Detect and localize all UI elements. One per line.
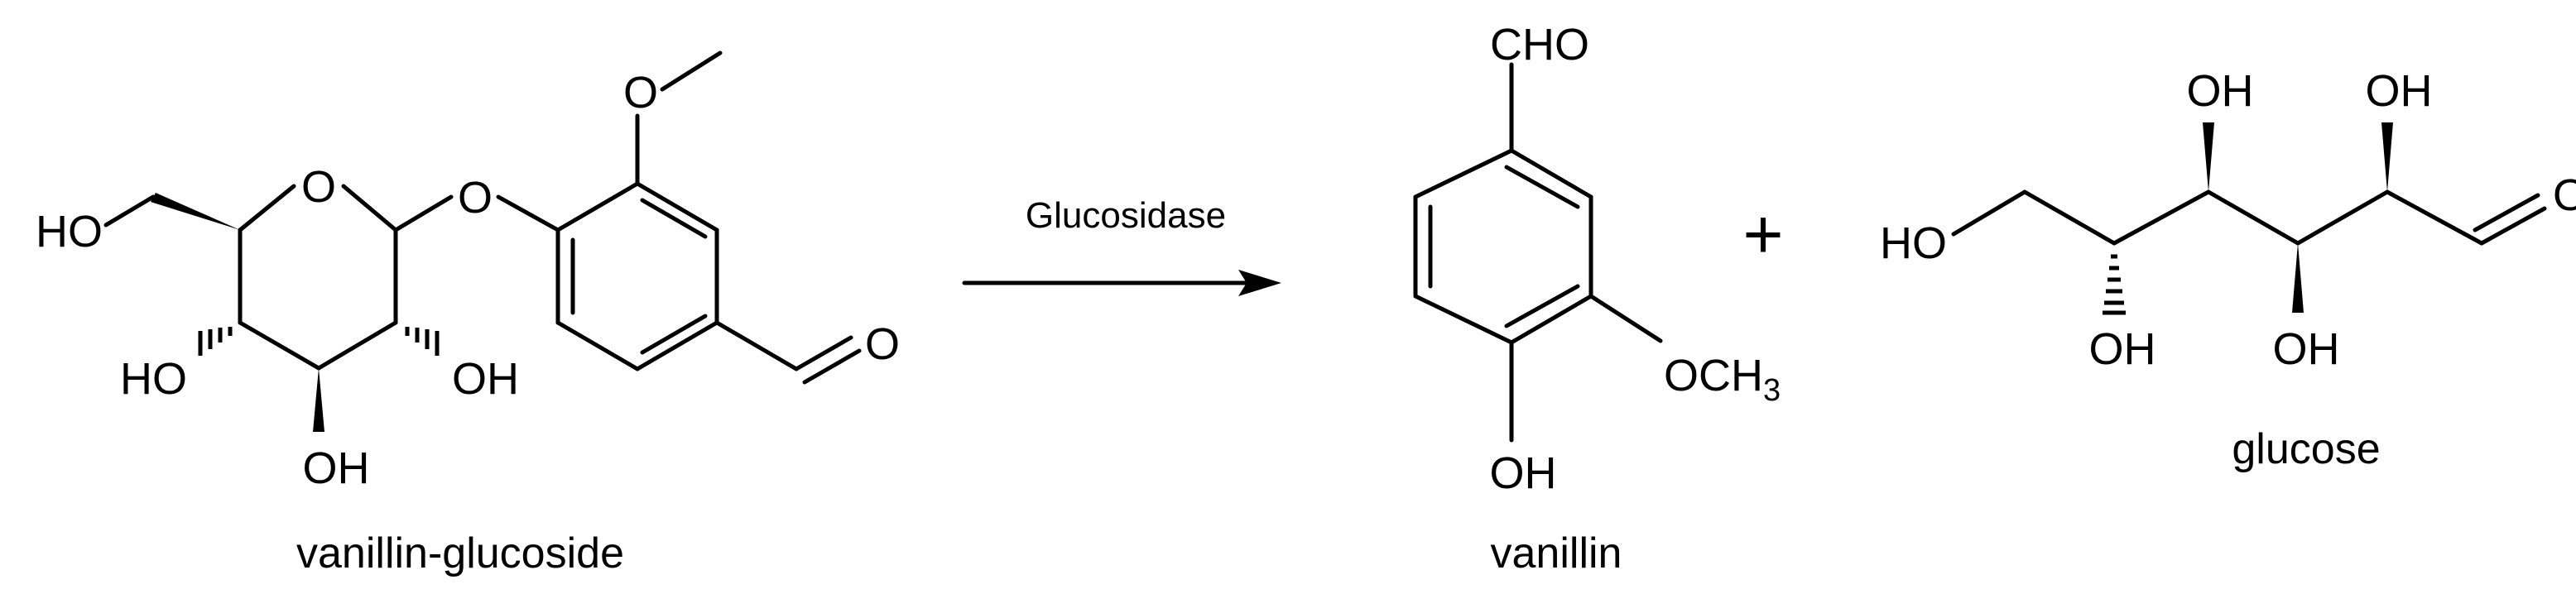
bond: [2295, 189, 2390, 246]
bond: [802, 348, 862, 385]
cho-label: CHO: [1490, 20, 1589, 69]
ch2oh-label: HO: [36, 207, 103, 256]
wedge-bond: [2292, 243, 2304, 313]
arrow-head: [1238, 270, 1281, 296]
och-text: OCH: [1664, 351, 1763, 400]
bond: [555, 181, 640, 232]
ether-oxygen-label: O: [458, 173, 493, 223]
bond: [496, 194, 560, 232]
bond: [1504, 165, 1580, 209]
glucose-c6-hydroxyl-label: HO: [1880, 218, 1947, 268]
vanillin-glucoside-caption: vanillin-glucoside: [296, 529, 624, 577]
glucose-c5-hydroxyl-label: OH: [2089, 324, 2156, 374]
wedge-bond: [313, 368, 324, 432]
bond: [341, 184, 398, 232]
glucose-aldehyde-oxygen-label: O: [2553, 170, 2576, 220]
hash-bond-c2: [405, 327, 440, 356]
ring-oxygen-label: O: [301, 162, 336, 212]
wedge-bond: [151, 193, 240, 230]
bond: [555, 320, 640, 371]
wedge-bond: [2381, 122, 2393, 192]
c2-hydroxyl-label: OH: [452, 354, 519, 404]
bond: [660, 50, 723, 92]
bond: [2112, 189, 2211, 246]
bond: [2385, 189, 2484, 246]
glucose-caption: glucose: [2232, 425, 2380, 473]
aldehyde-oxygen-label: O: [865, 319, 900, 369]
glucose-c2-hydroxyl-label: OH: [2366, 66, 2433, 116]
bond: [2479, 206, 2547, 246]
bond: [1509, 148, 1593, 199]
bond: [635, 181, 719, 232]
enzyme-label: Glucosidase: [1026, 195, 1226, 236]
bond: [635, 320, 719, 371]
c4-hydroxyl-label: HO: [120, 354, 187, 404]
bond: [714, 320, 799, 371]
bond: [1509, 294, 1593, 345]
reaction-arrow: [962, 270, 1281, 296]
bond: [1413, 294, 1514, 345]
bond: [794, 335, 853, 371]
glucose-c4-hydroxyl-label: OH: [2187, 66, 2254, 116]
bond: [1413, 148, 1514, 199]
bond: [2473, 193, 2540, 232]
bond: [640, 198, 708, 239]
bond: [1504, 284, 1580, 328]
bond: [2206, 189, 2300, 246]
bond: [1588, 294, 1663, 343]
bond: [316, 320, 398, 371]
vanillin-structure: CHO OCH3 OH: [1413, 20, 1781, 498]
och3-label: OCH3: [1664, 351, 1781, 408]
hash-bond-c4: [198, 327, 233, 356]
methoxy-oxygen-label: O: [623, 68, 658, 117]
bond: [238, 320, 321, 371]
hash-bond-c5: [2103, 254, 2126, 315]
c3-hydroxyl-label: OH: [303, 443, 370, 493]
vanillin-caption: vanillin: [1491, 529, 1622, 577]
vanillin-glucoside-structure: O O O O HO HO OH OH: [36, 50, 900, 493]
glucose-structure: HO OH OH OH OH O: [1880, 66, 2576, 374]
bond: [393, 194, 454, 232]
bond: [2022, 189, 2117, 246]
bond: [238, 184, 296, 232]
vanillin-hydroxyl-label: OH: [1490, 448, 1557, 498]
och-subscript: 3: [1763, 373, 1781, 408]
glucose-c3-hydroxyl-label: OH: [2273, 324, 2340, 374]
bond: [103, 194, 156, 228]
bond: [1951, 189, 2027, 237]
wedge-bond: [2203, 122, 2214, 192]
plus-sign: +: [1742, 195, 1783, 273]
bond: [640, 314, 708, 355]
